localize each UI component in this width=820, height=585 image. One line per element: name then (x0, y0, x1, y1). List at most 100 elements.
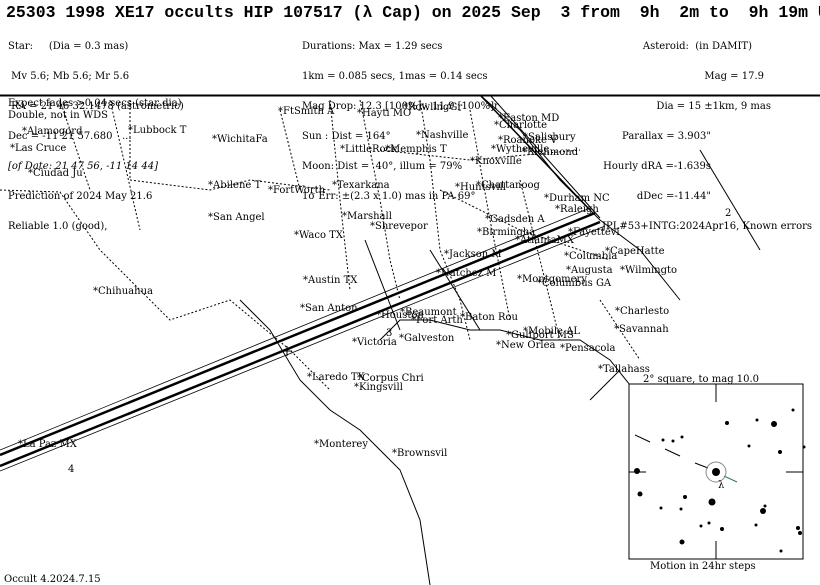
field-star (683, 495, 687, 499)
field-star (725, 421, 729, 425)
city-label: *LittleRock (340, 144, 398, 155)
path-error-south (0, 225, 606, 472)
star-info: Star: (Dia = 0.3 mas) Mv 5.6; Mb 5.6; Mr… (8, 22, 184, 252)
city-label: *Knoxville (470, 156, 522, 167)
city-label: *Laredo TX (307, 372, 366, 383)
city-label: *CapeHatte (605, 246, 665, 257)
city-label: *FtSmith A (278, 106, 335, 117)
field-star (747, 444, 751, 448)
field-star (802, 445, 806, 449)
city-label: *Fayettevi (568, 227, 620, 238)
city-label: *Baton Rou (460, 312, 519, 323)
city-label: *Texarkana (332, 180, 390, 191)
city-label: *Richmond (522, 147, 579, 158)
city-label: *Fort Arth (411, 315, 463, 326)
time-marker: 3 (386, 328, 392, 339)
city-label: *Chattanoog (476, 180, 541, 191)
occultation-path (0, 94, 606, 472)
city-label: *Easton MD (498, 113, 559, 124)
field-star (671, 439, 675, 443)
city-label: *Brownsvil (392, 448, 447, 459)
city-label: *Mobile AL (523, 326, 580, 337)
city-label: *Pensacola (560, 343, 616, 354)
city-label: *Columbia (564, 251, 617, 262)
cross-marker (282, 346, 292, 356)
star-line: RA = 21 46 32.1478 (astrometric) (8, 101, 184, 112)
field-star (720, 527, 724, 531)
city-label: *Tallahass (598, 364, 650, 375)
city-label: *AtlantaMX (515, 235, 575, 246)
city-label: *Gulfport MS (506, 330, 574, 341)
city-label: *WichitaFa (212, 134, 268, 145)
field-star (779, 549, 783, 553)
city-label: *Alamogord (22, 126, 83, 137)
footer-version: Occult 4.2024.7.15 (4, 574, 101, 585)
city-label: *Abilene T (208, 180, 261, 191)
city-label: *Waco TX (294, 230, 344, 241)
durations-line: 1km = 0.085 secs, 1mas = 0.14 secs (302, 71, 488, 82)
path-error-north (0, 207, 591, 451)
star-chart: 2° square, to mag 10.0 Motion in 24hr st… (628, 374, 806, 572)
field-star (699, 524, 703, 528)
durations-line: 1σ Err: ±(2.3 x 1.0) mas in PA 69° (302, 191, 476, 202)
durations-line: Sun : Dist = 164° (302, 131, 391, 142)
durations-line: Mag Drop: 12.3 [100%]v, 11.9 [100%]r (302, 101, 499, 112)
field-star (763, 504, 767, 508)
field-star (778, 450, 782, 454)
city-label: *RowlingGr (403, 102, 462, 113)
asteroid-line: JPL#53+INTG:2024Apr16, Known errors (601, 221, 812, 232)
city-label: *Salisbury (523, 132, 576, 143)
durations-line: Moon: Dist = 40°, illum = 79% (302, 161, 463, 172)
city-label: *Kingsvill (354, 382, 403, 393)
star-line: Mv 5.6; Mb 5.6; Mr 5.6 (8, 71, 130, 82)
field-star (771, 421, 777, 427)
path-north-limit (0, 211, 596, 457)
city-label: *Hayti MO (357, 108, 411, 119)
star-line: Prediction of 2024 May 21.6 (8, 191, 153, 202)
asteroid-line: Hourly dRA =-1.639s (603, 161, 711, 172)
field-star (679, 539, 685, 545)
city-label: *Augusta (566, 265, 613, 276)
asteroid-line: Asteroid: (in DAMIT) (642, 41, 752, 52)
city-label: *La Paz MX (18, 439, 78, 450)
asteroid-line: Parallax = 3.903" (622, 131, 711, 142)
city-label: *Monterey (314, 439, 368, 450)
city-label: *FortWorth (268, 185, 326, 196)
star-line: Dec = -11 21 57.680 ... (8, 131, 132, 142)
city-label: *Galveston (399, 333, 455, 344)
asteroid-line: dDec =-11.44" (636, 191, 711, 202)
field-star (680, 435, 684, 439)
star-line: [of Date: 21 47 56, -11 14 44] (8, 161, 158, 172)
star-label: λ (718, 480, 725, 491)
city-label: *Charlotte (494, 120, 547, 131)
field-star (634, 468, 640, 474)
city-label: *Wilmingto (620, 265, 677, 276)
city-label: *Marshall (342, 211, 392, 222)
time-marker: 2 (725, 208, 731, 219)
city-label: *Jackson M (444, 249, 502, 260)
city-label: *Victoria (352, 337, 397, 348)
field-star (637, 491, 643, 497)
star-line: Star: (Dia = 0.3 mas) (8, 41, 129, 52)
field-star (755, 418, 759, 422)
asteroid-info: Asteroid: (in DAMIT) Mag = 17.9 Dia = 15… (580, 22, 812, 252)
city-label: *Austin TX (303, 275, 358, 286)
durations-line: Durations: Max = 1.29 secs (302, 41, 443, 52)
city-label: *Montgomery (517, 274, 587, 285)
city-label: *San Angel (208, 212, 265, 223)
field-star (661, 438, 665, 442)
city-label: *Nashville (416, 130, 469, 141)
city-label: *Memphis T (385, 144, 447, 155)
field-star (760, 508, 766, 514)
city-label: *Birmingha (477, 227, 535, 238)
city-label: *San Anton (300, 303, 358, 314)
field-star (707, 521, 711, 525)
city-label: *Durham NC (544, 193, 610, 204)
star-line: Reliable 1.0 (good), (8, 221, 108, 232)
city-label: *Ciudad Ju (28, 168, 83, 179)
city-label: *Raleigh (555, 204, 599, 215)
city-label: *Gadsden A (485, 214, 545, 225)
asteroid-line: Dia = 15 ±1km, 9 mas (656, 101, 771, 112)
